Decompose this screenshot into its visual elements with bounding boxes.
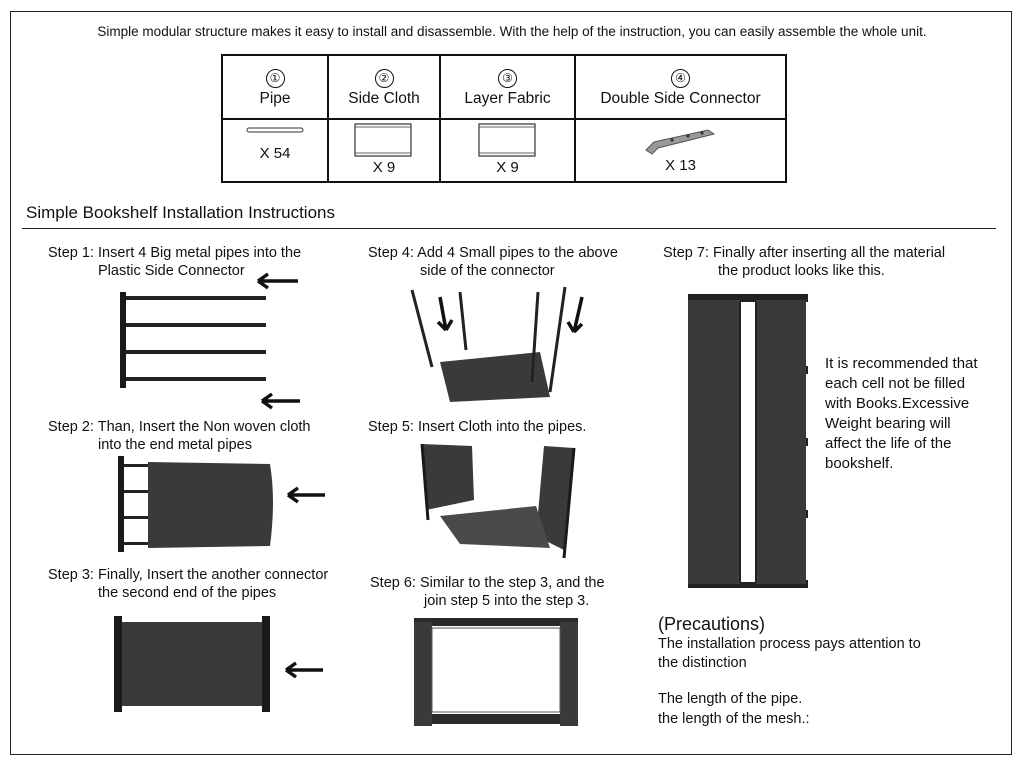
part-name-3: Layer Fabric <box>464 90 551 107</box>
part-number-3: ③ <box>498 69 517 88</box>
step-1-illustration <box>120 272 300 410</box>
recommendation-line-3: with Books.Excessive <box>825 395 970 412</box>
part-number-4: ④ <box>671 69 690 88</box>
step-7-illustration <box>688 294 808 588</box>
step-4-illustration <box>410 286 584 402</box>
step-3-line-1: Step 3: Finally, Insert the another conn… <box>48 567 329 583</box>
section-title: Simple Bookshelf Installation Instructio… <box>26 203 335 222</box>
precautions-line-2: the distinction <box>658 655 747 671</box>
precautions-line-3: The length of the pipe. <box>658 691 803 707</box>
part-qty-3: X 9 <box>496 159 519 176</box>
part-cell-3: X 9 <box>439 118 576 183</box>
step-5-illustration <box>420 443 576 559</box>
step-2-illustration <box>118 456 325 552</box>
step-7-line-1: Step 7: Finally after inserting all the … <box>663 245 946 261</box>
part-qty-2: X 9 <box>372 159 396 176</box>
recommendation-line-2: each cell not be filled <box>825 375 966 392</box>
part-name-1: Pipe <box>259 90 291 107</box>
part-cell-2: X 9 <box>327 118 441 183</box>
step-7-line-2: the product looks like this. <box>718 263 885 279</box>
connector-icon <box>644 129 715 155</box>
layer-fabric-icon <box>477 123 536 157</box>
part-header-2: ② Side Cloth <box>327 54 441 120</box>
step-2-line-1: Step 2: Than, Insert the Non woven cloth <box>48 419 311 435</box>
step-3-line-2: the second end of the pipes <box>98 585 277 601</box>
part-name-2: Side Cloth <box>348 90 420 107</box>
step-4-line-1: Step 4: Add 4 Small pipes to the above <box>368 245 618 261</box>
step-1-line-2: Plastic Side Connector <box>98 263 245 279</box>
step-2-line-2: into the end metal pipes <box>98 437 252 453</box>
step-6-illustration <box>414 618 578 726</box>
part-number-2: ② <box>374 69 394 88</box>
precautions-title: (Precautions) <box>658 614 766 634</box>
part-name-4: Double Side Connector <box>600 90 761 107</box>
intro-text: Simple modular structure makes it easy t… <box>97 24 927 39</box>
step-1-line-1: Step 1: Insert 4 Big metal pipes into th… <box>48 245 302 261</box>
precautions-line-1: The installation process pays attention … <box>658 636 921 652</box>
step-4-line-2: side of the connector <box>420 263 555 279</box>
precautions-line-4: the length of the mesh.: <box>658 711 810 727</box>
part-qty-4: X 13 <box>665 157 696 174</box>
divider <box>22 228 996 229</box>
step-3-illustration <box>114 616 323 712</box>
part-number-1: ① <box>265 69 285 88</box>
document-frame <box>10 11 1012 755</box>
pipe-icon <box>246 127 304 133</box>
parts-table: ① Pipe ② Side Cloth ③ Layer Fabric ④ Dou… <box>221 54 787 183</box>
step-5-line-1: Step 5: Insert Cloth into the pipes. <box>368 419 587 435</box>
part-qty-1: X 54 <box>259 145 291 162</box>
part-cell-4: X 13 <box>574 118 787 183</box>
part-header-1: ① Pipe <box>221 54 329 120</box>
side-cloth-icon <box>354 123 412 157</box>
step-6-line-1: Step 6: Similar to the step 3, and the <box>370 575 605 591</box>
part-header-4: ④ Double Side Connector <box>574 54 787 120</box>
recommendation-line-1: It is recommended that <box>825 355 978 372</box>
recommendation-line-4: Weight bearing will <box>825 415 951 432</box>
step-6-line-2: join step 5 into the step 3. <box>424 593 590 609</box>
recommendation-line-5: affect the life of the <box>825 435 952 452</box>
recommendation-line-6: bookshelf. <box>825 455 894 472</box>
part-header-3: ③ Layer Fabric <box>439 54 576 120</box>
part-cell-1: X 54 <box>221 118 329 183</box>
